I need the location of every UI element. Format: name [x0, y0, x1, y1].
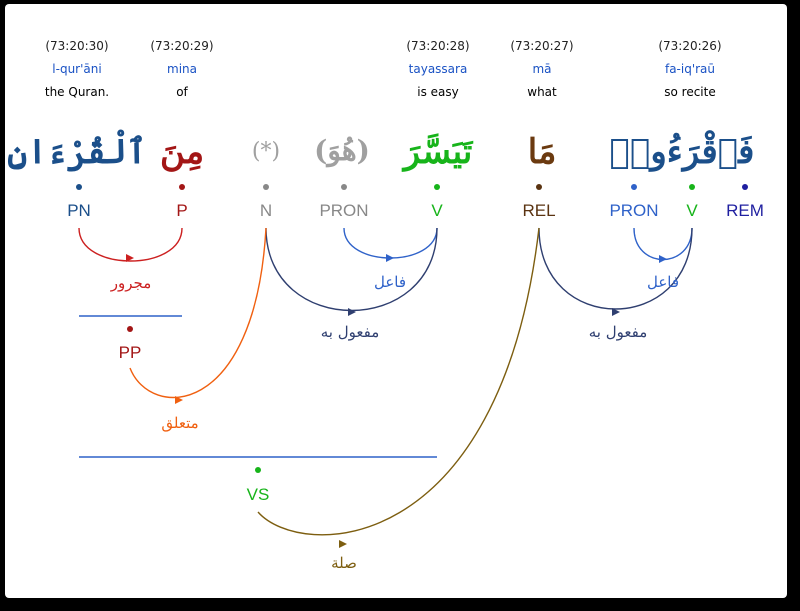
- pos-tag: P: [176, 201, 187, 220]
- edge-label-mutaalliq: متعلق: [161, 414, 198, 432]
- arrowhead-icon: [386, 254, 394, 262]
- node-dot: [689, 184, 695, 190]
- node-rel: REL: [522, 184, 556, 220]
- pos-tag: REL: [522, 201, 555, 220]
- word-column-29: (73:20:29) mina of مِنَ: [150, 39, 213, 172]
- arabic-word: مِنَ: [160, 132, 204, 172]
- pos-tag: PRON: [319, 201, 368, 220]
- transliteration: l-qur'āni: [52, 62, 101, 76]
- arabic-word: فَٱقْرَءُوا۟: [610, 130, 755, 172]
- arabic-word: ٱلْقُرْءَانِ: [7, 129, 146, 172]
- node-p: P: [176, 184, 188, 220]
- node-rem: REM: [726, 184, 764, 220]
- arrowhead-icon: [339, 540, 347, 548]
- location-ref: (73:20:27): [510, 39, 573, 53]
- node-v-1: V: [431, 184, 443, 220]
- edge-majrur: [78, 227, 183, 262]
- node-dot: [341, 184, 347, 190]
- arrowhead-icon: [175, 396, 183, 404]
- translation: so recite: [664, 85, 715, 99]
- edge-label-fail-2: فاعل: [647, 273, 679, 291]
- arrowhead-icon: [659, 255, 667, 263]
- translation: what: [527, 85, 557, 99]
- node-dot: [179, 184, 185, 190]
- translation: is easy: [417, 85, 459, 99]
- node-n: N: [260, 184, 272, 220]
- node-pron-1: PRON: [319, 184, 369, 220]
- node-dot: [255, 467, 261, 473]
- pos-tag: N: [260, 201, 272, 220]
- transliteration: mina: [167, 62, 197, 76]
- edge-mafool-1: [265, 227, 438, 312]
- node-dot: [263, 184, 269, 190]
- arrowhead-icon: [126, 254, 134, 262]
- arrowhead-icon: [612, 308, 620, 316]
- edge-label-mafool-1: مفعول به: [321, 323, 380, 341]
- hidden-pronoun-word: (هُوَ): [314, 134, 370, 168]
- pos-tag: REM: [726, 201, 764, 220]
- translation: of: [176, 85, 188, 99]
- edge-mutaalliq: [129, 227, 267, 398]
- arabic-word: مَا: [528, 132, 557, 172]
- translation: the Quran.: [45, 85, 109, 99]
- node-pp: PP: [119, 326, 142, 362]
- edge-label-majrur: مجرور: [110, 274, 151, 292]
- node-pn: PN: [67, 184, 91, 220]
- node-vs: VS: [247, 467, 270, 504]
- hidden-noun-word: (*): [252, 139, 280, 164]
- node-v-2: V: [686, 184, 698, 220]
- transliteration: tayassara: [409, 62, 468, 76]
- pos-tag: PN: [67, 201, 91, 220]
- node-dot: [631, 184, 637, 190]
- pos-tag: PP: [119, 343, 142, 362]
- transliteration: mā: [532, 62, 551, 76]
- pos-tag: VS: [247, 485, 270, 504]
- location-ref: (73:20:30): [45, 39, 108, 53]
- pos-tag: PRON: [609, 201, 658, 220]
- edge-fail-1: [343, 227, 438, 259]
- node-dot: [127, 326, 133, 332]
- edge-label-sila: صلة: [331, 554, 357, 572]
- arabic-word: تَيَسَّرَ: [402, 132, 474, 172]
- word-column-26: (73:20:26) fa-iq'raū so recite فَٱقْرَءُ…: [610, 39, 755, 172]
- pos-tag: V: [686, 201, 698, 220]
- edge-label-mafool-2: مفعول به: [589, 323, 648, 341]
- word-column-30: (73:20:30) l-qur'āni the Quran. ٱلْقُرْء…: [7, 39, 146, 172]
- location-ref: (73:20:29): [150, 39, 213, 53]
- transliteration: fa-iq'raū: [665, 62, 715, 76]
- node-dot: [742, 184, 748, 190]
- arrowhead-icon: [348, 308, 356, 316]
- edge-label-fail-1: فاعل: [374, 273, 406, 291]
- node-dot: [76, 184, 82, 190]
- node-dot: [434, 184, 440, 190]
- location-ref: (73:20:26): [658, 39, 721, 53]
- node-dot: [536, 184, 542, 190]
- edge-sila: [257, 227, 540, 536]
- node-pron-2: PRON: [609, 184, 659, 220]
- edge-fail-2: [633, 227, 693, 261]
- pos-tag: V: [431, 201, 443, 220]
- edge-mafool-2: [538, 227, 693, 310]
- word-column-28: (73:20:28) tayassara is easy تَيَسَّرَ: [402, 39, 474, 172]
- word-column-27: (73:20:27) mā what مَا: [510, 39, 573, 172]
- diagram-frame: [5, 4, 787, 598]
- location-ref: (73:20:28): [406, 39, 469, 53]
